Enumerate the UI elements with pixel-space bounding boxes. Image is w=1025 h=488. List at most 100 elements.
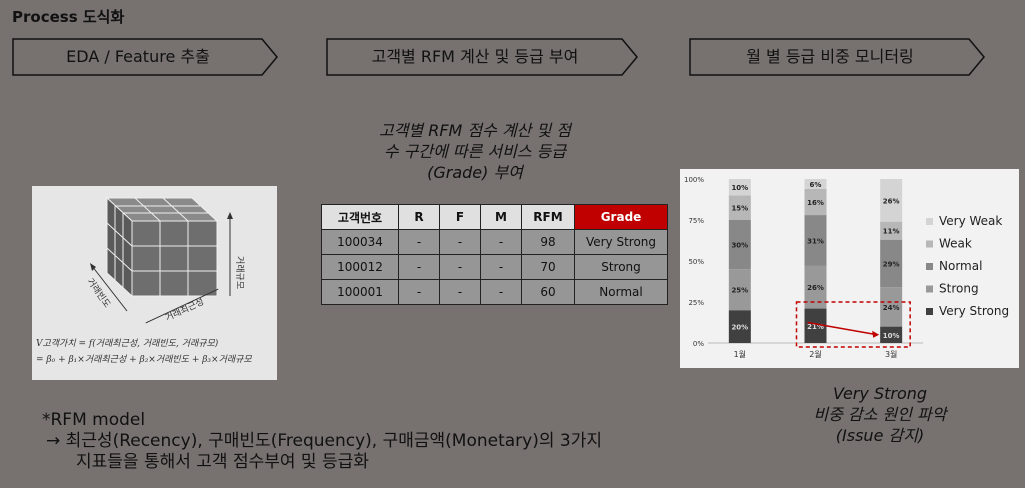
note-line: 지표들을 통해서 고객 점수부여 및 등급화 xyxy=(76,452,369,472)
legend-label: Strong xyxy=(939,282,979,296)
bar-segment xyxy=(728,269,751,311)
rfm-caption-line: 수 구간에 따른 서비스 등급 xyxy=(383,142,567,161)
legend-swatch xyxy=(926,218,933,225)
rfm-equation-line1: V고객가치 = f(거래최근성, 거래빈도, 거래규모) xyxy=(36,339,219,349)
y-tick-label: 25% xyxy=(688,299,704,307)
cell-customer-id: 100001 xyxy=(321,279,399,305)
cell-r: - xyxy=(398,254,440,280)
bar-segment xyxy=(804,179,827,189)
y-tick-label: 50% xyxy=(688,258,704,266)
bar-value-label: 15% xyxy=(731,205,748,213)
cell-grade: Very Strong xyxy=(574,229,668,255)
cell-m: - xyxy=(480,254,522,280)
bar-value-label: 10% xyxy=(883,332,900,340)
bar-value-label: 31% xyxy=(807,238,824,246)
x-tick-label: 1월 xyxy=(734,349,746,359)
legend-label: Weak xyxy=(939,237,972,251)
cell-m: - xyxy=(480,229,522,255)
rfm-caption: 고객별 RFM 점수 계산 및 점 수 구간에 따른 서비스 등급 (Grade… xyxy=(330,120,620,183)
bar-segment xyxy=(728,195,751,220)
bar-segment xyxy=(728,310,751,343)
rfm-model-note: *RFM model → 최근성(Recency), 구매빈도(Frequenc… xyxy=(42,410,602,473)
bar-value-label: 10% xyxy=(731,184,748,192)
decline-arrow-line xyxy=(807,321,878,336)
y-tick-label: 75% xyxy=(688,217,704,225)
bar-segment xyxy=(804,215,827,266)
cell-grade: Normal xyxy=(574,279,668,305)
y-tick-label: 100% xyxy=(684,176,704,184)
bar-value-label: 26% xyxy=(807,284,824,292)
legend-label: Normal xyxy=(939,259,982,273)
bar-value-label: 16% xyxy=(807,199,824,207)
axis-label-frequency: 거래빈도 xyxy=(85,276,113,309)
x-tick-label: 3월 xyxy=(885,349,897,359)
rfm-caption-line: 고객별 RFM 점수 계산 및 점 xyxy=(378,121,572,140)
issue-caption-line: (Issue 감지) xyxy=(835,426,925,445)
bar-value-label: 26% xyxy=(883,197,900,205)
page-title: Process 도식화 xyxy=(12,8,125,26)
cell-rfm: 60 xyxy=(521,279,575,305)
step-arrow-shape xyxy=(12,38,278,76)
bar-segment xyxy=(880,179,903,222)
step-eda: EDA / Feature 추출 xyxy=(12,38,278,76)
bar-value-label: 11% xyxy=(883,228,900,236)
table-header-row: 고객번호 R F M RFM Grade xyxy=(321,204,668,230)
bar-value-label: 6% xyxy=(810,181,822,189)
rubik-cube-icon: 거래규모 거래최근성 거래빈도 xyxy=(85,196,245,324)
issue-caption-line: 비중 감소 원인 파악 xyxy=(813,405,947,424)
issue-highlight-box xyxy=(795,301,911,348)
cell-m: - xyxy=(480,279,522,305)
x-tick-label: 2월 xyxy=(809,349,821,359)
bar-value-label: 30% xyxy=(731,242,748,250)
table-row: 100034 - - - 98 Very Strong xyxy=(321,229,668,255)
header-m: M xyxy=(480,204,522,230)
legend-label: Very Strong xyxy=(939,304,1009,318)
bar-segment xyxy=(728,179,751,196)
rfm-equation-line2: = β₀ + β₁×거래최근성 + β₂×거래빈도 + β₃×거래규모 xyxy=(36,355,252,365)
bar-segment xyxy=(804,308,827,343)
header-grade: Grade xyxy=(574,204,668,230)
bar-value-label: 24% xyxy=(883,304,900,312)
rfm-grade-table: 고객번호 R F M RFM Grade 100034 - - - 98 Ver… xyxy=(321,204,668,305)
grade-share-chart: 0%25%50%75%100%20%25%30%15%10%1월21%26%31… xyxy=(684,176,1009,359)
bar-value-label: 25% xyxy=(731,287,748,295)
rfm-cube-panel: 거래규모 거래최근성 거래빈도 V고객가치 = f(거래최근성, 거래빈도, 거… xyxy=(32,186,277,380)
bar-segment xyxy=(880,239,903,288)
cell-grade: Strong xyxy=(574,254,668,280)
legend-swatch xyxy=(926,240,933,248)
rfm-caption-line: (Grade) 부여 xyxy=(427,163,523,182)
note-title: *RFM model xyxy=(42,410,146,430)
bar-segment xyxy=(728,220,751,270)
step-monitoring: 월 별 등급 비중 모니터링 xyxy=(689,38,985,76)
bar-segment xyxy=(880,326,903,343)
y-tick-label: 0% xyxy=(693,340,704,348)
legend-swatch xyxy=(926,285,933,293)
cell-customer-id: 100012 xyxy=(321,254,399,280)
legend-swatch xyxy=(926,263,933,270)
cell-customer-id: 100034 xyxy=(321,229,399,255)
cell-f: - xyxy=(439,229,481,255)
table-row: 100012 - - - 70 Strong xyxy=(321,254,668,280)
cell-f: - xyxy=(439,279,481,305)
axis-label-scale: 거래규모 xyxy=(234,256,245,289)
bar-value-label: 29% xyxy=(883,260,900,268)
legend-swatch xyxy=(926,308,933,315)
step-rfm-label: 고객별 RFM 계산 및 등급 부여 xyxy=(371,47,579,66)
step-arrow-shape xyxy=(326,38,638,76)
step-monitoring-label: 월 별 등급 비중 모니터링 xyxy=(746,47,914,66)
cell-r: - xyxy=(398,229,440,255)
decline-arrowhead xyxy=(872,330,880,338)
note-line: → 최근성(Recency), 구매빈도(Frequency), 구매금액(Mo… xyxy=(46,431,602,451)
table-row: 100001 - - - 60 Normal xyxy=(321,279,668,305)
bar-segment xyxy=(804,265,827,309)
cell-f: - xyxy=(439,254,481,280)
bar-value-label: 21% xyxy=(807,323,824,331)
header-rfm: RFM xyxy=(521,204,575,230)
bar-segment xyxy=(880,287,903,327)
step-rfm: 고객별 RFM 계산 및 등급 부여 xyxy=(326,38,638,76)
issue-caption: Very Strong 비중 감소 원인 파악 (Issue 감지) xyxy=(770,383,990,446)
step-arrow-shape xyxy=(689,38,985,76)
cell-r: - xyxy=(398,279,440,305)
bar-segment xyxy=(880,221,903,240)
